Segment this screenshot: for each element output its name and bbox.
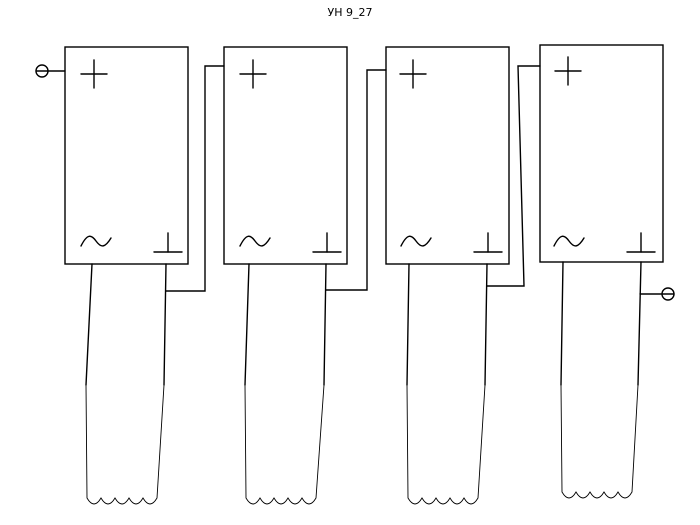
plus-icon	[399, 59, 427, 89]
plus-icon	[239, 59, 267, 89]
ac-tilde-icon	[553, 235, 585, 247]
unit-box	[223, 46, 348, 265]
unit-box	[539, 44, 664, 263]
heating-coil	[244, 263, 327, 505]
unit-box	[385, 46, 510, 265]
diagram-title: УН 9_27	[327, 6, 373, 19]
ground-icon	[626, 232, 656, 253]
unit-block-4	[539, 44, 664, 499]
ground-icon	[153, 232, 183, 253]
ground-icon	[312, 232, 342, 253]
ac-tilde-icon	[239, 235, 271, 247]
heating-coil	[85, 263, 167, 505]
ac-tilde-icon	[400, 235, 432, 247]
unit-block-3	[385, 46, 510, 505]
unit-block-2	[223, 46, 348, 505]
ac-tilde-icon	[80, 235, 112, 247]
unit-block-1	[64, 46, 189, 505]
input-terminal	[35, 64, 66, 78]
plus-icon	[80, 59, 108, 89]
jumper-wire-2	[325, 69, 387, 291]
output-terminal	[639, 287, 675, 301]
unit-box	[64, 46, 189, 265]
plus-icon	[554, 56, 582, 86]
heating-coil	[560, 261, 642, 499]
ground-icon	[473, 232, 503, 253]
jumper-wire-1	[165, 65, 225, 292]
jumper-wire-3	[486, 65, 541, 287]
heating-coil	[406, 263, 488, 505]
